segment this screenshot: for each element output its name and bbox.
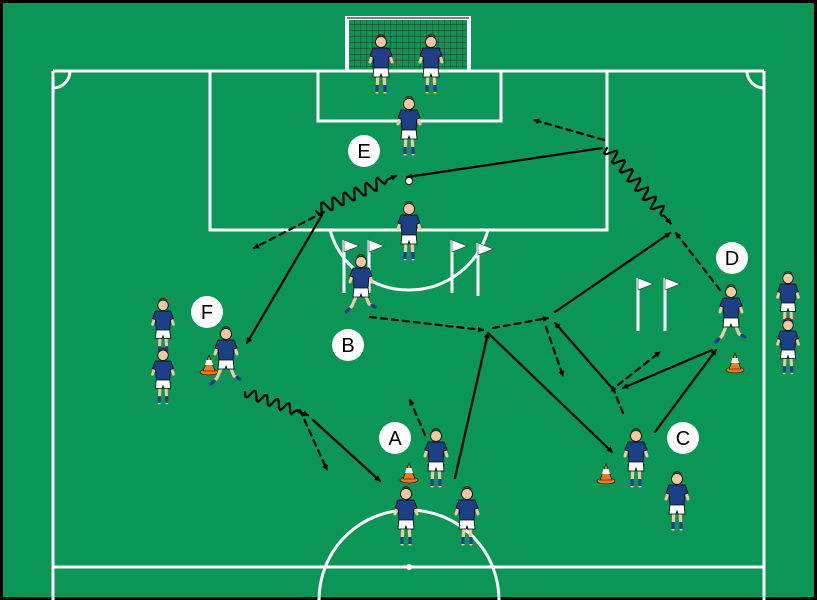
station-label-c-text: C: [676, 428, 690, 450]
pass-arrow: [245, 213, 324, 345]
player-icon: [209, 326, 242, 386]
run-arrow: [408, 398, 427, 437]
run-arrow: [532, 118, 606, 142]
goal-icon: [345, 16, 471, 70]
corner-arc-left: [52, 70, 72, 90]
pass-arrow: [553, 231, 672, 314]
flag-icon: [636, 277, 654, 331]
pass-arrow: [405, 146, 604, 180]
player-icon: [776, 317, 800, 375]
station-label-a-text: A: [388, 428, 402, 450]
player-icon: [368, 34, 394, 94]
station-label-f-text: F: [201, 302, 213, 324]
station-label-b-text: B: [341, 335, 354, 357]
player-icon: [396, 201, 422, 261]
player-icon: [623, 428, 649, 488]
corner-arc-right: [745, 70, 765, 90]
run-arrow: [674, 231, 722, 292]
run-arrow: [610, 384, 625, 415]
player-icon: [423, 428, 449, 488]
run-arrow: [298, 408, 329, 472]
flag-icon: [663, 277, 681, 331]
centre-spot: [406, 564, 412, 570]
station-label-e-text: E: [357, 141, 370, 163]
dribble-arrow: [314, 174, 398, 216]
station-label-f: F: [191, 296, 223, 328]
dribble-arrow: [603, 146, 672, 225]
player-icon: [418, 34, 444, 94]
player-icon: [344, 254, 377, 314]
pass-arrow: [653, 348, 718, 434]
flag-icon: [450, 239, 468, 293]
run-arrow: [544, 325, 565, 378]
run-arrow: [368, 315, 485, 333]
cone-icon: [399, 462, 419, 484]
dribble-arrow: [243, 389, 310, 417]
station-label-e: E: [348, 135, 380, 167]
station-label-a: A: [379, 422, 411, 454]
run-arrow: [252, 210, 326, 250]
player-icon: [454, 486, 480, 546]
player-icon: [151, 347, 175, 405]
player-icon: [714, 284, 747, 344]
player-icon: [396, 96, 422, 156]
station-label-d: D: [716, 242, 748, 274]
flag-icon: [367, 239, 385, 293]
pass-arrow: [311, 418, 382, 483]
run-arrow: [491, 315, 550, 330]
cone-icon: [725, 352, 745, 374]
station-label-b: B: [332, 329, 364, 361]
pass-arrow: [453, 331, 490, 480]
ball-icon: [405, 177, 413, 185]
station-label-d-text: D: [725, 248, 739, 270]
run-arrow: [616, 350, 662, 387]
station-label-c: C: [667, 422, 699, 454]
pass-arrow: [553, 321, 614, 390]
pass-arrow: [486, 331, 614, 454]
player-icon: [664, 471, 690, 531]
flag-icon: [342, 239, 360, 293]
player-icon: [393, 486, 419, 546]
cone-icon: [596, 463, 616, 485]
pass-arrow: [621, 348, 714, 390]
flag-icon: [476, 242, 494, 296]
